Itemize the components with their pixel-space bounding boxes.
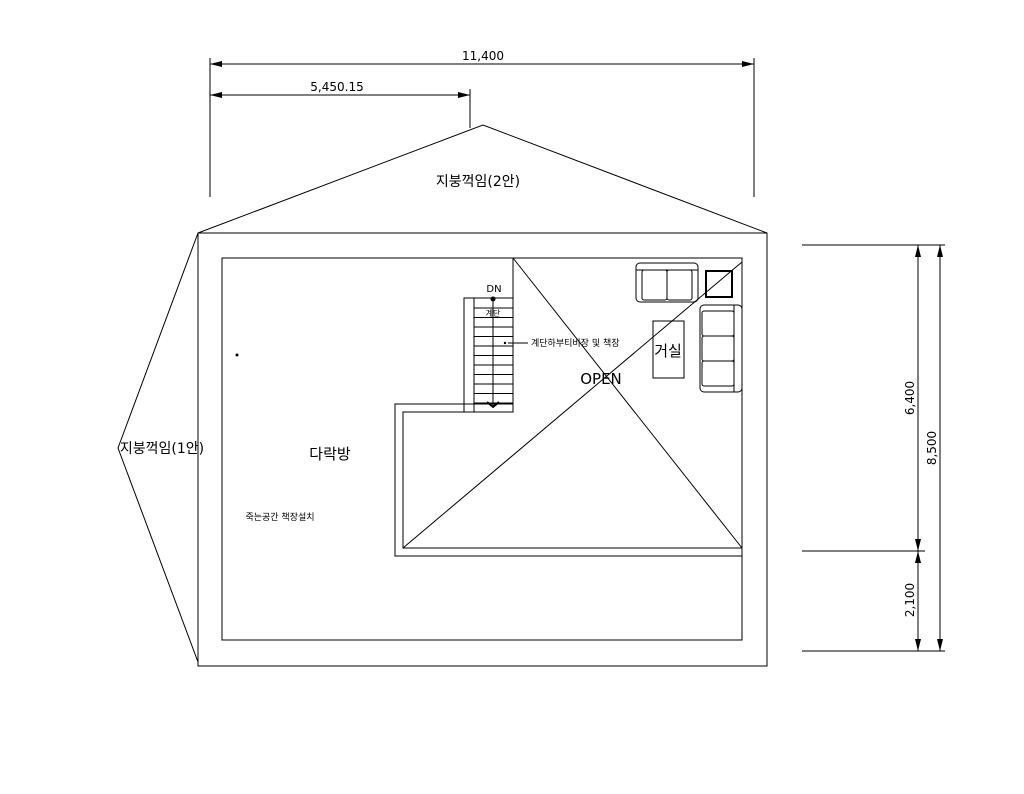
dimension-text: 11,400 [462, 49, 504, 63]
stair-down-label: DN [486, 284, 501, 295]
dimension-partial-width: 5,450.15 [210, 80, 471, 128]
dimension-heights: 6,400 8,500 2,100 [802, 244, 945, 652]
dimension-text: 8,500 [925, 431, 939, 465]
dimension-text: 5,450.15 [310, 80, 363, 94]
dimension-text: 2,100 [903, 583, 917, 617]
inner-wall [221, 257, 743, 641]
roof-break-line-1 [117, 232, 199, 663]
roof-break-1-label: 지붕꺽임(1안) [120, 441, 204, 457]
sofa-top [635, 262, 699, 303]
side-table [705, 270, 733, 298]
marker-dot [235, 353, 239, 357]
dimension-text: 6,400 [903, 381, 917, 415]
stair-note-label: 계단하부티비장 및 책장 [531, 337, 620, 349]
dead-space-note: 죽는공간 책장설치 [245, 511, 314, 523]
living-room-label: 거실 [654, 342, 682, 360]
stair-label: 계단 [486, 308, 501, 318]
open-label: OPEN [580, 370, 622, 388]
roof-break-2-label: 지붕꺽임(2안) [436, 174, 520, 190]
stair: DN 계단 계단하부티비장 및 책장 [463, 284, 620, 413]
outer-wall [197, 232, 768, 667]
stair-start-dot [490, 296, 496, 302]
sofa-right [699, 304, 743, 393]
coffee-table [652, 320, 685, 379]
dimension-total-width: 11,400 [209, 49, 755, 197]
open-void: OPEN [394, 257, 743, 557]
attic-room-label: 다락방 [309, 445, 351, 463]
roof-break-line-2 [197, 124, 768, 234]
arrow-down-icon [486, 401, 500, 409]
